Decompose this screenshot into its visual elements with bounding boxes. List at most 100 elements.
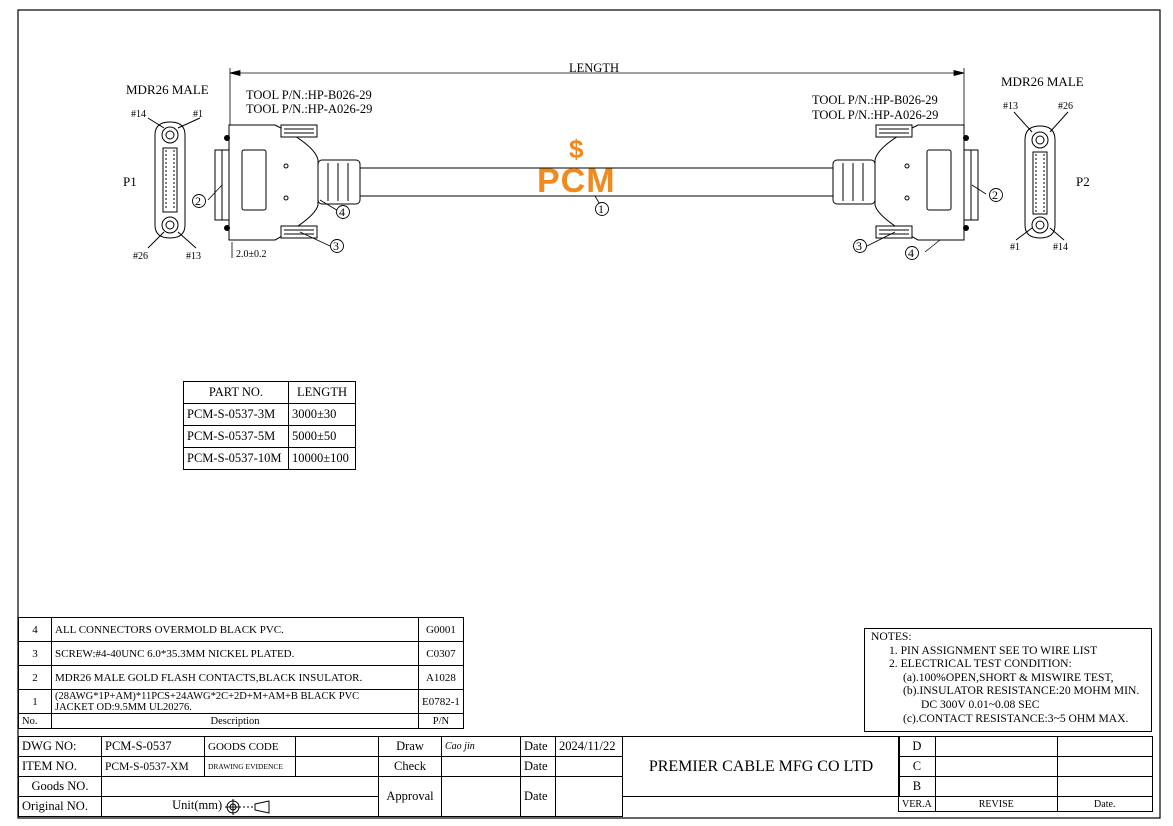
part-no-cell: PCM-S-0537-10M (183, 447, 289, 470)
unit-label: Unit(mm) (172, 798, 223, 813)
p1-tool-pn-a: TOOL P/N.:HP-A026-29 (246, 102, 373, 116)
p1-connector-name: MDR26 MALE (126, 82, 209, 97)
item-no-label: ITEM NO. (18, 756, 102, 777)
p2-pin-26: #26 (1058, 101, 1073, 112)
date-label: Date (520, 776, 556, 817)
p1-tool-pn-b: TOOL P/N.:HP-B026-29 (246, 88, 372, 102)
check-label: Check (378, 756, 442, 777)
left-connector-overmold (214, 124, 361, 241)
bom-header-pn: P/N (418, 713, 464, 729)
bom-pn: G0001 (418, 617, 464, 642)
revision-block: D C B VER.A REVISE Date. (898, 736, 1153, 812)
goods-code-value (295, 736, 379, 757)
length-cell: 3000±30 (288, 403, 356, 426)
notes-title: NOTES: (871, 630, 912, 643)
bom-desc-line1: (28AWG*1P+AM)*11PCS+24AWG*2C+2D+M+AM+B B… (55, 690, 360, 702)
bom-desc: (28AWG*1P+AM)*11PCS+24AWG*2C+2D+M+AM+B B… (51, 689, 419, 714)
date-label: Date (520, 736, 556, 757)
approval-label: Approval (378, 776, 442, 817)
bom-no: 1 (18, 689, 52, 714)
part-no-cell: PCM-S-0537-5M (183, 425, 289, 448)
company-name: PREMIER CABLE MFG CO LTD (622, 736, 900, 797)
item-no-value: PCM-S-0537-XM (101, 756, 205, 777)
p2-connector-face (1013, 111, 1069, 241)
table-row: PCM-S-0537-3M 3000±30 (183, 403, 356, 426)
unit-cell: Unit(mm) (101, 796, 379, 817)
callout-4-left: 4 (339, 205, 345, 219)
bom-pn: E0782-1 (418, 689, 464, 714)
title-block: DWG NO: PCM-S-0537 GOODS CODE Draw Cao j… (18, 736, 900, 817)
bom-no: 4 (18, 617, 52, 642)
callout-3-right: 3 (856, 239, 862, 253)
check-date (555, 756, 623, 777)
p1-pin-13: #13 (186, 251, 201, 262)
date-label: Date (520, 756, 556, 777)
goods-code-label: GOODS CODE (204, 736, 296, 757)
title-row: Goods NO. Approval Date (18, 776, 900, 817)
drawing-evidence-label: DRAWING EVIDENCE (204, 756, 296, 777)
draw-label: Draw (378, 736, 442, 757)
p2-pin-14: #14 (1053, 242, 1068, 253)
cable-jacket (359, 167, 836, 197)
bom-desc: MDR26 MALE GOLD FLASH CONTACTS,BLACK INS… (51, 665, 419, 690)
draw-date: 2024/11/22 (555, 736, 623, 757)
title-row: DWG NO: PCM-S-0537 GOODS CODE Draw Cao j… (18, 736, 900, 797)
note-line: (a).100%OPEN,SHORT & MISWIRE TEST, (903, 670, 1114, 684)
rev-date-label: Date. (1056, 796, 1153, 812)
note-line: (c).CONTACT RESISTANCE:3~5 OHM MAX. (903, 711, 1129, 725)
p2-pin-1: #1 (1010, 242, 1020, 253)
header-length: LENGTH (288, 381, 356, 404)
check-signature (441, 756, 521, 777)
goods-no-value (101, 776, 379, 797)
rev-date (1056, 776, 1153, 797)
bom-row: 2 MDR26 MALE GOLD FLASH CONTACTS,BLACK I… (18, 665, 464, 690)
p2-tool-pn-b: TOOL P/N.:HP-B026-29 (812, 93, 938, 107)
approval-date (555, 776, 623, 817)
goods-no-label: Goods NO. (18, 776, 102, 797)
bom-header-row: No. Description P/N (18, 713, 464, 729)
rev-letter: C (898, 756, 936, 777)
callout-2-right: 2 (992, 188, 998, 202)
rev-header-row: VER.A REVISE Date. (898, 796, 1153, 812)
p1-pin-26: #26 (133, 251, 148, 262)
rev-desc (934, 756, 1058, 777)
rev-row: B (898, 776, 1153, 797)
bom-row: 1 (28AWG*1P+AM)*11PCS+24AWG*2C+2D+M+AM+B… (18, 689, 464, 714)
length-table: PART NO. LENGTH PCM-S-0537-3M 3000±30 PC… (183, 381, 356, 470)
right-connector-overmold (832, 124, 979, 241)
p2-connector-name: MDR26 MALE (1001, 74, 1084, 89)
callout-3-left: 3 (333, 239, 339, 253)
bom-no: 3 (18, 641, 52, 666)
rev-row: C (898, 756, 1153, 777)
face-offset-dimension: 2.0±0.2 (236, 249, 267, 260)
length-cell: 5000±50 (288, 425, 356, 448)
dwg-no-label: DWG NO: (18, 736, 102, 757)
length-dimension (229, 68, 965, 128)
draw-signature: Cao jin (441, 736, 521, 757)
bom-no: 2 (18, 665, 52, 690)
p2-pin-13: #13 (1003, 101, 1018, 112)
notes-box: NOTES: 1. PIN ASSIGNMENT SEE TO WIRE LIS… (864, 628, 1152, 732)
bom-row: 3 SCREW:#4-40UNC 6.0*35.3MM NICKEL PLATE… (18, 641, 464, 666)
callout-2-left: 2 (195, 194, 201, 208)
length-cell: 10000±100 (288, 447, 356, 470)
note-line: 2. ELECTRICAL TEST CONDITION: (889, 657, 1072, 671)
rev-letter: B (898, 776, 936, 797)
header-part-no: PART NO. (183, 381, 289, 404)
bom-row: 4 ALL CONNECTORS OVERMOLD BLACK PVC. G00… (18, 617, 464, 642)
callout-4-right: 4 (908, 246, 914, 260)
table-row: PCM-S-0537-5M 5000±50 (183, 425, 356, 448)
p1-connector-face (147, 117, 201, 249)
p2-port-label: P2 (1076, 174, 1090, 189)
rev-date (1056, 736, 1153, 757)
dwg-no-value: PCM-S-0537 (101, 736, 205, 757)
drawing-border (17, 9, 1161, 819)
bom-pn: C0307 (418, 641, 464, 666)
bom-header-no: No. (18, 713, 52, 729)
note-line: (b).INSULATOR RESISTANCE:20 MOHM MIN. (903, 684, 1140, 698)
rev-row: D (898, 736, 1153, 757)
drawing-evidence-value (295, 756, 379, 777)
approval-signature (441, 776, 521, 817)
table-header-row: PART NO. LENGTH (183, 381, 356, 404)
